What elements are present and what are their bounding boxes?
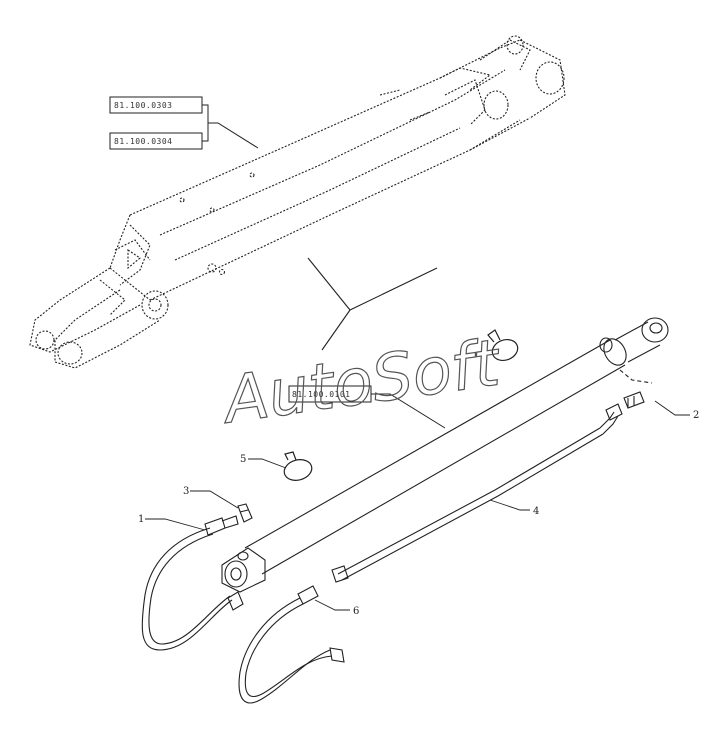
rigid-pipe-part-4: [331, 403, 623, 583]
hose-part-6: [238, 585, 345, 704]
hose-part-1: [141, 515, 244, 651]
callout-leader-6: [314, 599, 350, 611]
callout-leader-3: [190, 490, 239, 509]
callout-leader-1: [145, 518, 206, 531]
callouts: [145, 400, 690, 611]
fitting-part-3: [237, 503, 253, 523]
cylinder-barrel-top: [244, 339, 611, 549]
callout-leader-2: [654, 400, 690, 416]
callout-leader-5: [248, 458, 287, 469]
cylinder-leader-line: [371, 393, 446, 429]
boom-upper-edge: [129, 39, 521, 216]
cylinder-barrel-bottom: [261, 364, 626, 575]
ref-label-boom-bottom: 81.100.0304: [114, 137, 172, 146]
boom-leader-line: [202, 104, 259, 149]
rear-pivot-lug: [535, 61, 565, 95]
cylinder-reference-group: 81.100.0101: [288, 385, 446, 429]
callout-label-2[interactable]: 2: [693, 410, 699, 421]
boom-lower-edge: [149, 117, 531, 301]
watermark-text: AutoSoft: [216, 326, 506, 439]
callout-leader-4: [489, 499, 530, 511]
callout-label-3[interactable]: 3: [183, 486, 189, 497]
callout-label-1[interactable]: 1: [138, 514, 144, 525]
exploded-view-indicator: [307, 257, 438, 351]
callout-label-4[interactable]: 4: [533, 506, 539, 517]
cylinder-base-end: [221, 547, 266, 593]
rod-eye: [641, 317, 669, 343]
hose-clamp-top: [487, 329, 519, 361]
ref-label-boom-top: 81.100.0303: [114, 101, 172, 110]
boom-arm: [29, 35, 566, 369]
front-fork: [29, 267, 141, 353]
callout-label-5[interactable]: 5: [240, 454, 246, 465]
front-pin-left: [35, 330, 55, 350]
ref-label-cylinder: 81.100.0101: [292, 390, 350, 399]
cylinder-rod: [614, 321, 661, 363]
hydraulic-cylinder: [221, 317, 669, 593]
front-pin-right: [57, 341, 83, 365]
callout-label-6[interactable]: 6: [353, 606, 359, 617]
boom-reference-group: 81.100.0303 81.100.0304: [109, 96, 259, 150]
hose-clamp-part-5: [283, 451, 313, 481]
fitting-part-2: [619, 369, 653, 409]
